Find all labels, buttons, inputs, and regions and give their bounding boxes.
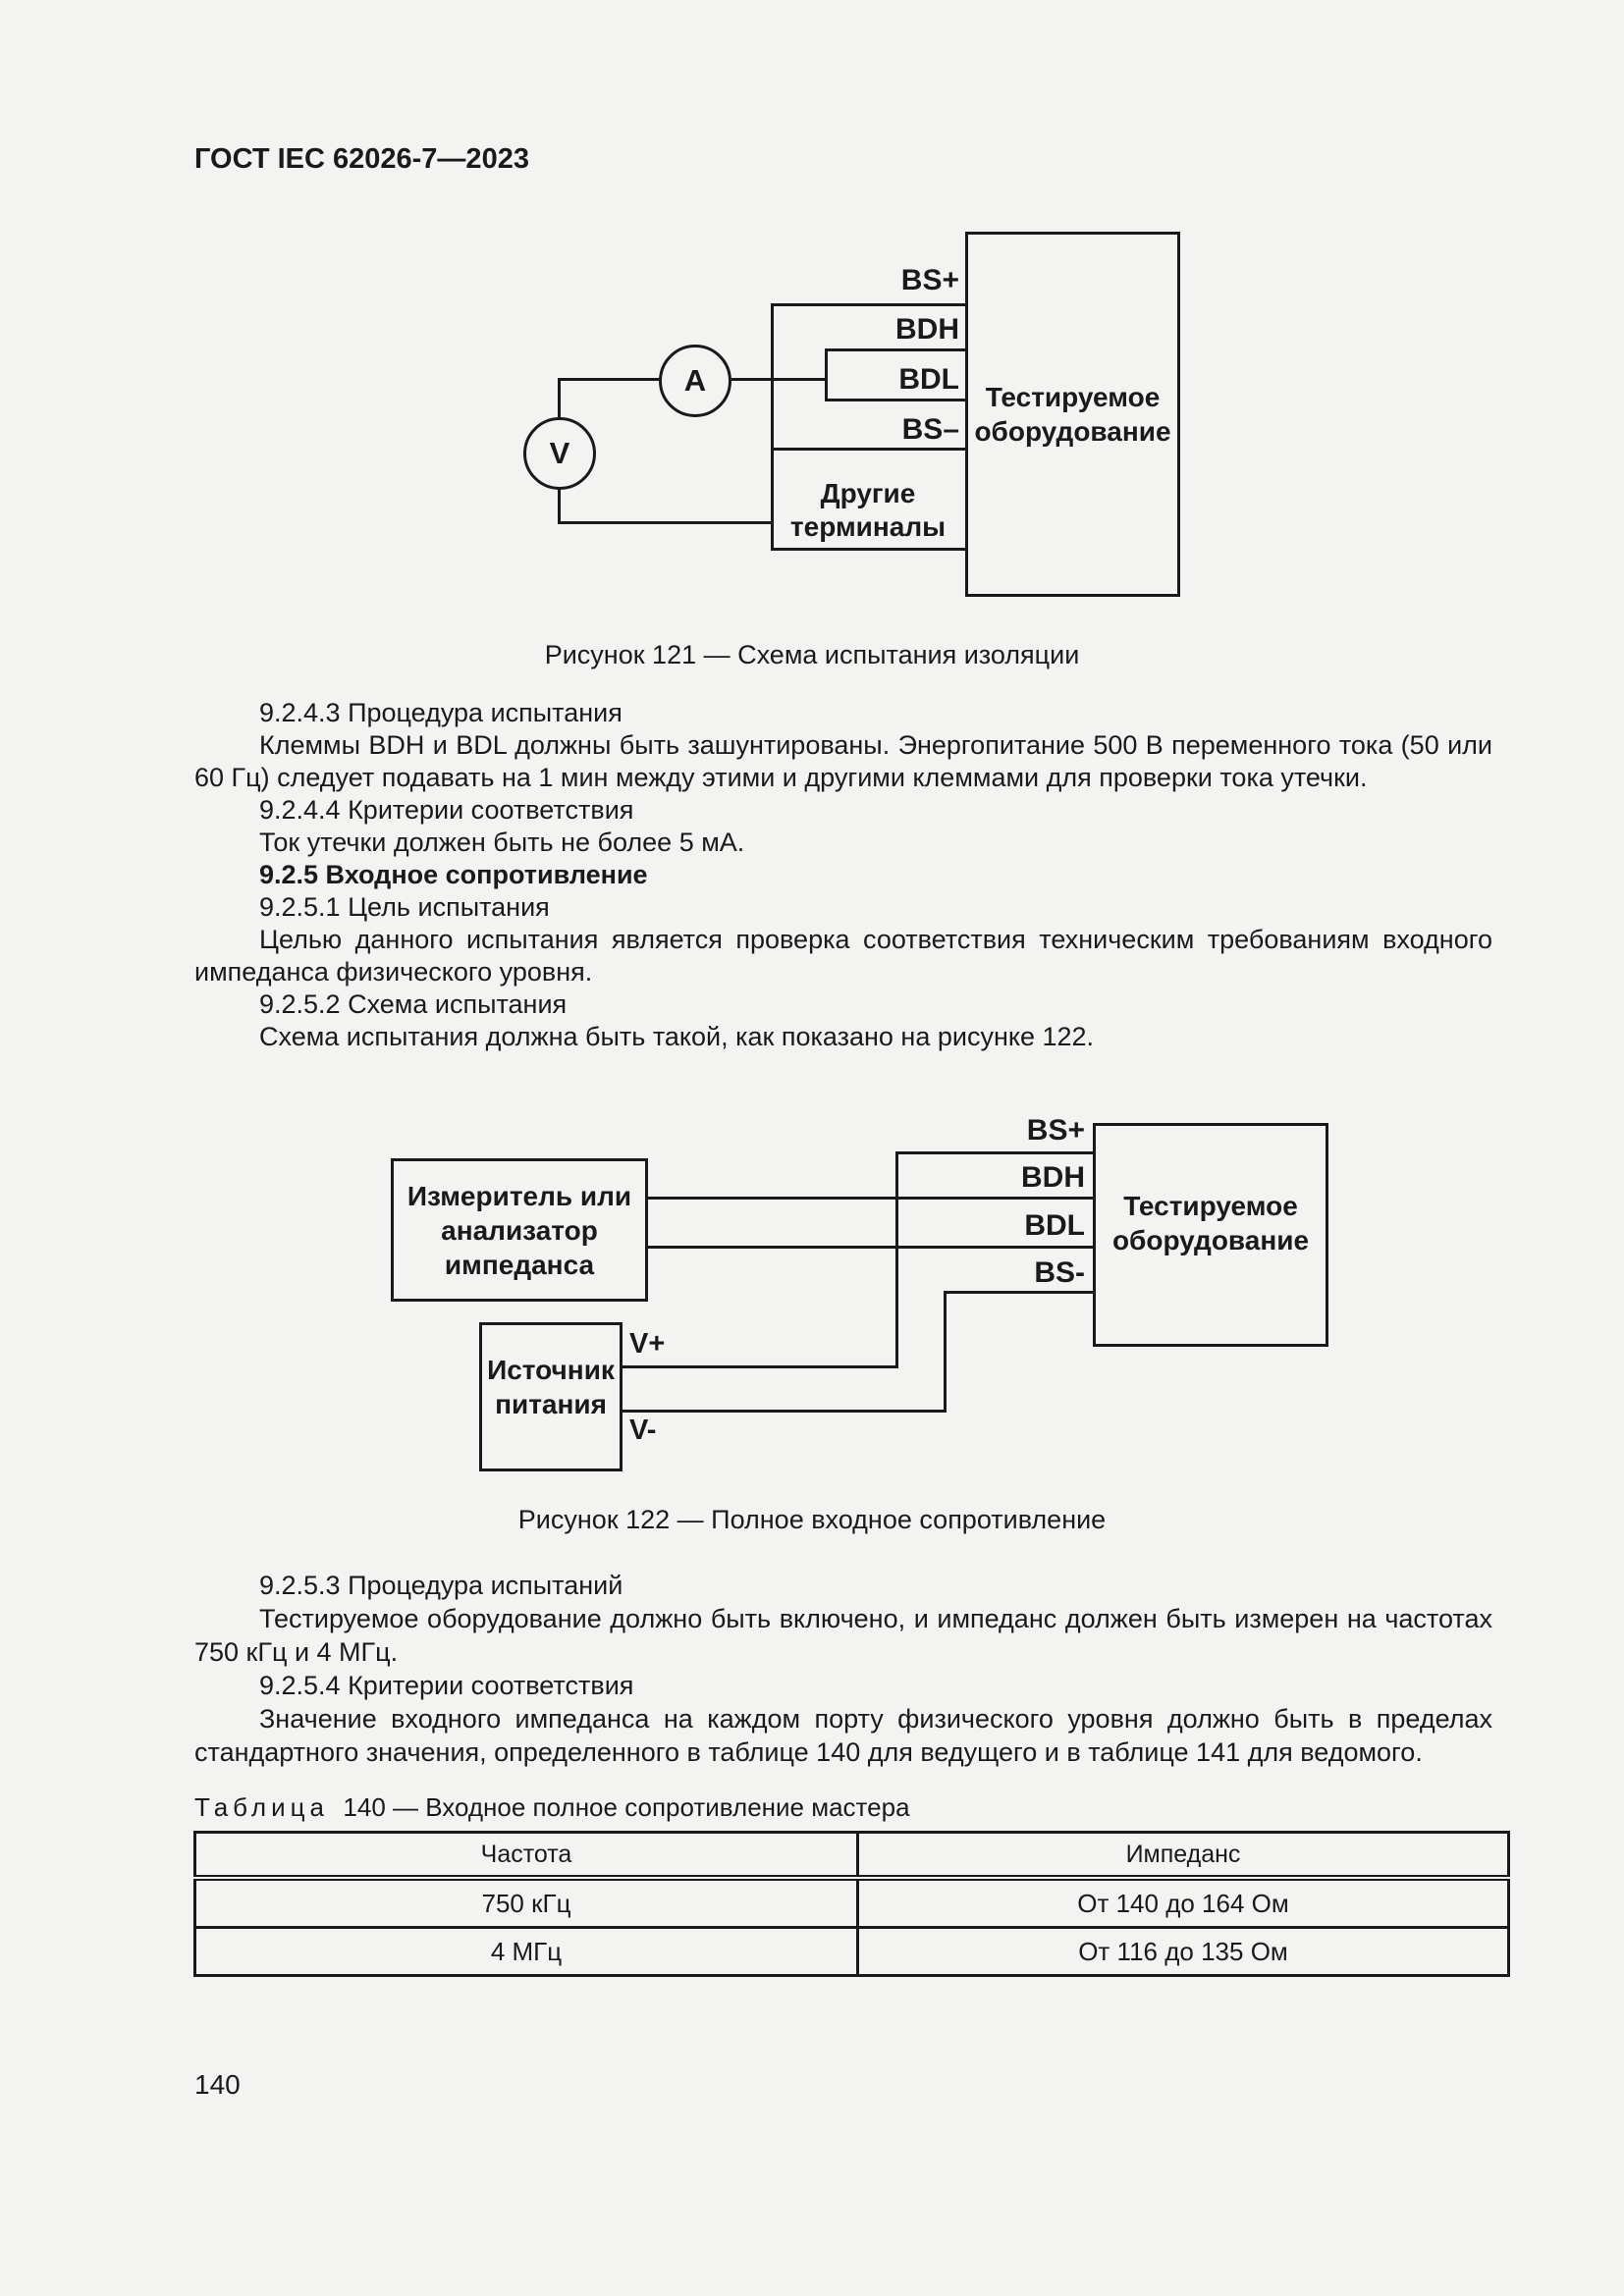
text-block-2: 9.2.5.3 Процедура испытаний Тестируемое … bbox=[194, 1569, 1492, 1769]
bs-minus-label: BS- bbox=[1034, 1256, 1085, 1289]
table140-title-rest: 140 — Входное полное сопротивление масте… bbox=[343, 1792, 910, 1822]
paragraph-line: Значение входного импеданса на каждом по… bbox=[259, 1704, 1492, 1734]
document-header: ГОСТ IEC 62026-7—2023 bbox=[194, 143, 529, 175]
bs-plus-label: BS+ bbox=[900, 264, 959, 296]
wire-v-plus bbox=[623, 1365, 898, 1368]
figure121-bs-minus-line bbox=[771, 448, 968, 451]
equipment-label-line2: оборудование bbox=[974, 416, 1171, 447]
impedance-cell: От 140 до 164 Ом bbox=[856, 1876, 1510, 1929]
wire-voltmeter-top bbox=[558, 378, 561, 419]
wire-bdl bbox=[648, 1246, 1093, 1249]
text-block-1: 9.2.4.3 Процедура испытания Клеммы BDH и… bbox=[194, 697, 1492, 1053]
bs-minus-label: BS– bbox=[901, 413, 959, 446]
table-140: Частота Импеданс 750 кГц От 140 до 164 О… bbox=[193, 1831, 1510, 1977]
paragraph-line: Клеммы BDH и BDL должны быть зашунтирова… bbox=[259, 730, 1492, 760]
table-row: 750 кГц От 140 до 164 Ом bbox=[193, 1876, 1510, 1929]
figure121-bdl-line bbox=[825, 399, 968, 401]
source-label-line1: Источник bbox=[487, 1355, 615, 1385]
wire-bs-minus-vertical bbox=[944, 1291, 947, 1413]
analyzer-label-line2: анализатор bbox=[441, 1214, 598, 1246]
equipment-label-line1: Тестируемое bbox=[1123, 1191, 1298, 1221]
analyzer-label-line1: Измеритель или bbox=[406, 1180, 632, 1211]
figure122-power-source-box: Источник питания bbox=[479, 1322, 623, 1471]
figure121-inner-left-line bbox=[825, 348, 828, 401]
bdl-label: BDL bbox=[898, 363, 959, 396]
source-label-line2: питания bbox=[495, 1389, 607, 1419]
figure121-caption: Рисунок 121 — Схема испытания изоляции bbox=[544, 640, 1080, 669]
bdh-label: BDH bbox=[895, 313, 959, 346]
wire-voltmeter-bottom bbox=[558, 488, 561, 524]
paragraph-line: 9.2.5.1 Цель испытания bbox=[259, 892, 550, 922]
frequency-cell: 4 МГц bbox=[193, 1926, 859, 1977]
wire-bs-plus bbox=[895, 1151, 1093, 1154]
paragraph-line: 750 кГц и 4 МГц. bbox=[194, 1637, 399, 1667]
equipment-label-line2: оборудование bbox=[1111, 1225, 1310, 1255]
column-header-impedance: Импеданс bbox=[856, 1831, 1510, 1881]
figure122-analyzer-box: Измеритель или анализатор импеданса bbox=[391, 1158, 648, 1302]
figure121-outer-left-line bbox=[771, 303, 774, 551]
bdh-label: BDH bbox=[1021, 1161, 1085, 1194]
voltmeter-symbol: V bbox=[523, 417, 596, 490]
paragraph-line: 9.2.5.3 Процедура испытаний bbox=[259, 1571, 623, 1600]
analyzer-label-line3: импеданса bbox=[444, 1249, 595, 1280]
paragraph-line: 9.2.4.3 Процедура испытания bbox=[259, 698, 623, 727]
paragraph-line: стандартного значения, определенного в т… bbox=[194, 1737, 1423, 1767]
paragraph-line: Схема испытания должна быть такой, как п… bbox=[259, 1022, 1095, 1051]
table-row: 4 МГц От 116 до 135 Ом bbox=[193, 1926, 1510, 1977]
paragraph-line: Целью данного испытания является проверк… bbox=[259, 925, 1492, 954]
figure121-outer-bottom-line bbox=[771, 548, 968, 551]
table140-title: Таблица 140 — Входное полное сопротивлен… bbox=[194, 1791, 910, 1823]
table-header-row: Частота Импеданс bbox=[193, 1831, 1510, 1881]
v-plus-label: V+ bbox=[629, 1328, 666, 1360]
figure122-equipment-box: Тестируемое оборудование bbox=[1093, 1123, 1328, 1347]
wire-ammeter-left bbox=[560, 378, 662, 381]
figure121-bdh-line bbox=[825, 348, 968, 351]
equipment-label-line1: Тестируемое bbox=[985, 382, 1161, 412]
paragraph-line: 9.2.4.4 Критерии соответствия bbox=[259, 795, 634, 825]
figure-121: Тестируемое оборудование BS+ BDH BDL BS–… bbox=[0, 0, 1624, 687]
voltmeter-letter: V bbox=[549, 436, 570, 470]
figure122-caption: Рисунок 122 — Полное входное сопротивлен… bbox=[517, 1505, 1107, 1534]
impedance-cell: От 116 до 135 Ом bbox=[856, 1926, 1510, 1977]
wire-v-minus bbox=[623, 1410, 947, 1413]
ammeter-letter: A bbox=[683, 363, 707, 398]
figure121-equipment-box: Тестируемое оборудование bbox=[965, 232, 1180, 597]
wire-ammeter-to-bdl bbox=[731, 378, 828, 381]
paragraph-line: 9.2.5.4 Критерии соответствия bbox=[259, 1671, 634, 1700]
table140-title-word: Таблица bbox=[194, 1792, 329, 1822]
ammeter-symbol: A bbox=[659, 345, 731, 417]
page-number: 140 bbox=[194, 2069, 241, 2100]
other-terminals-label: Другие терминалы bbox=[771, 477, 965, 544]
section-heading: 9.2.5 Входное сопротивление bbox=[259, 860, 648, 889]
figure-122: Измеритель или анализатор импеданса Тест… bbox=[0, 1080, 1624, 1551]
v-minus-label: V- bbox=[629, 1415, 657, 1446]
paragraph-line: Ток утечки должен быть не более 5 мА. bbox=[259, 828, 745, 857]
frequency-cell: 750 кГц bbox=[193, 1876, 859, 1929]
wire-bs-plus-vertical bbox=[895, 1151, 898, 1368]
other-terminals-line2: терминалы bbox=[789, 511, 947, 542]
paragraph-line: 60 Гц) следует подавать на 1 мин между э… bbox=[194, 763, 1368, 792]
other-terminals-line1: Другие bbox=[820, 478, 916, 508]
bs-plus-label: BS+ bbox=[1026, 1114, 1085, 1147]
bdl-label: BDL bbox=[1024, 1209, 1085, 1242]
wire-bottom-return bbox=[558, 521, 774, 524]
paragraph-line: импеданса физического уровня. bbox=[194, 957, 593, 987]
wire-bdh bbox=[648, 1197, 1093, 1200]
paragraph-line: Тестируемое оборудование должно быть вкл… bbox=[259, 1604, 1492, 1633]
paragraph-line: 9.2.5.2 Схема испытания bbox=[259, 989, 568, 1019]
wire-bs-minus bbox=[944, 1291, 1093, 1294]
column-header-frequency: Частота bbox=[193, 1831, 859, 1881]
figure121-bs-plus-line bbox=[771, 303, 968, 306]
